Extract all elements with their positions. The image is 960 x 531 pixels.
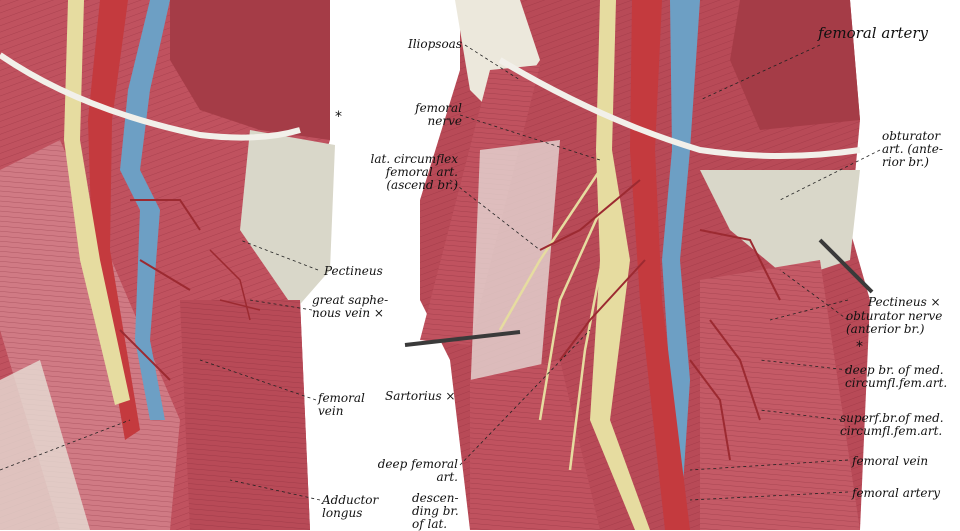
label-femoral-vein-left: femoral vein xyxy=(318,391,365,418)
left-pectineus-fascia xyxy=(240,130,335,310)
right-obturator-region xyxy=(730,0,860,130)
label-pectineus-right: Pectineus × xyxy=(868,295,941,309)
label-iliopsoas: Iliopsoas xyxy=(407,37,462,51)
label-lat-circumflex: lat. circumflex femoral art. (ascend br.… xyxy=(370,152,458,192)
left-femoral-vein xyxy=(120,0,170,420)
label-femoral-nerve: femoral nerve xyxy=(415,101,462,128)
right-probe xyxy=(498,57,861,159)
label-obturator-nerve: obturator nerve (anterior br.) xyxy=(846,309,943,336)
label-obturator-art: obturator art. (ante- rior br.) xyxy=(882,129,943,169)
label-femoral-artery-bottom: femoral artery xyxy=(852,486,941,500)
left-probe xyxy=(0,52,301,141)
right-femoral-nerve xyxy=(590,0,650,530)
label-superf-br-med: superf.br.of med. circumfl.fem.art. xyxy=(840,411,944,438)
label-femoral-artery-top: femoral artery xyxy=(818,24,929,42)
probe-left xyxy=(404,330,521,347)
label-deep-femoral-art: deep femoral art. xyxy=(377,457,458,484)
label-pectineus-left: Pectineus xyxy=(324,264,383,278)
label-descending-br: descen- ding br. of lat. xyxy=(412,491,459,531)
right-dissection xyxy=(404,0,881,530)
label-deep-br-med: deep br. of med. circumfl.fem.art. xyxy=(845,363,948,390)
label-great-saphenous: great saphe- nous vein × xyxy=(312,293,389,320)
asterisk-marker-right: * xyxy=(856,339,863,355)
left-femoral-artery xyxy=(88,0,140,440)
label-femoral-vein-right: femoral vein xyxy=(852,454,929,468)
left-iliopsoas-region xyxy=(170,0,330,140)
asterisk-marker-left: * xyxy=(335,109,342,125)
probe-right xyxy=(818,238,874,294)
left-dissection xyxy=(0,0,335,530)
label-sartorius: Sartorius × xyxy=(385,389,456,403)
right-pectineus-fascia xyxy=(700,170,860,280)
label-adductor-longus: Adductor longus xyxy=(322,493,379,520)
